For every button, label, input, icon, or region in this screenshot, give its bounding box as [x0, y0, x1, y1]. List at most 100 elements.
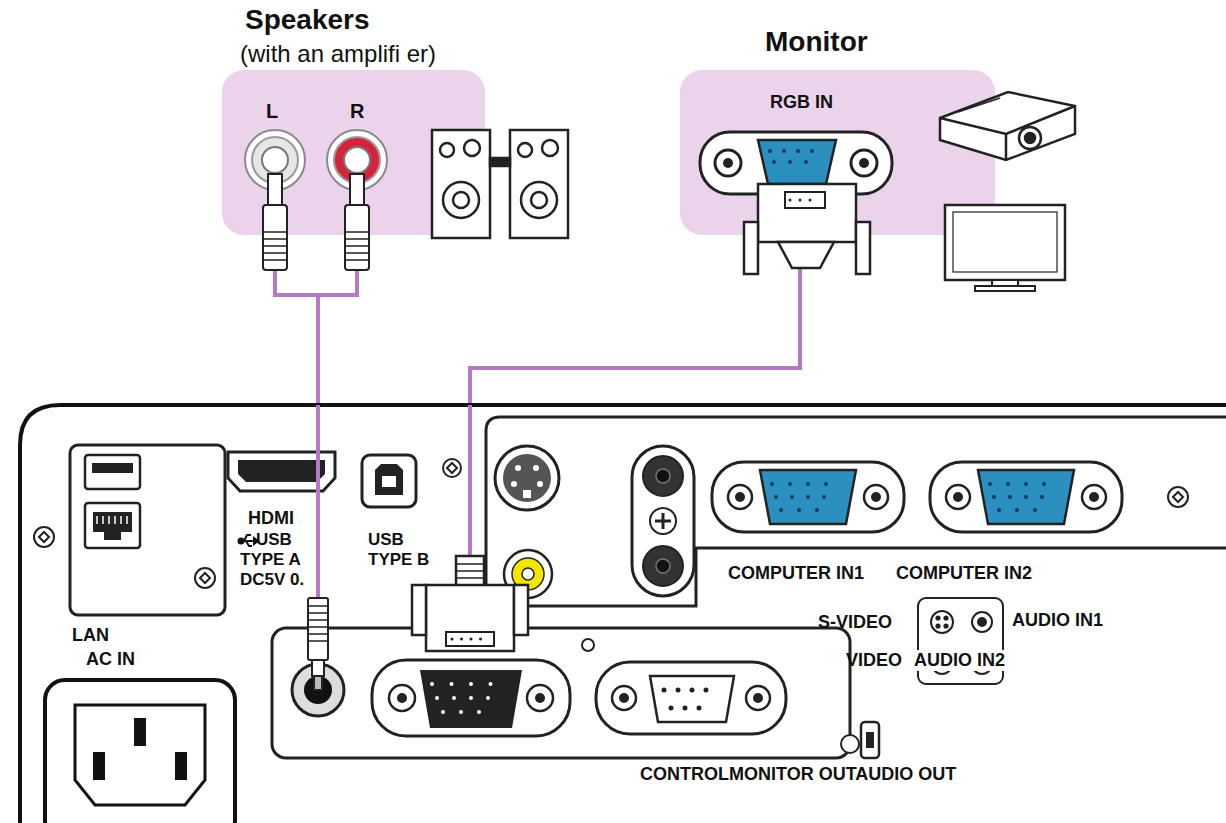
- computer-in-port: [712, 462, 904, 532]
- speaker-icon: [432, 130, 490, 238]
- speaker-icon: [490, 158, 510, 166]
- vga-plug: [785, 192, 825, 208]
- audio-jack-column: [643, 456, 683, 496]
- input-panel-outline: [486, 417, 1226, 606]
- port-label: HDMI: [248, 508, 294, 529]
- vga-plug: [426, 585, 514, 651]
- monitor-out-port: [420, 670, 522, 728]
- control-port: [664, 688, 720, 693]
- lan-usb-block: [93, 512, 132, 532]
- port-label: LAN: [72, 625, 109, 646]
- ac-inlet: [45, 680, 235, 823]
- panel-subheading: (with an amplifi er): [240, 40, 436, 68]
- input-cluster-icon: [931, 611, 953, 633]
- port-label: VIDEO: [846, 650, 902, 671]
- usb-b-port: [362, 455, 416, 507]
- rca-jack-right: [344, 147, 370, 173]
- lan-usb-block: [85, 455, 140, 489]
- speaker-icon: [542, 140, 558, 156]
- monitor-out-port: [432, 682, 510, 686]
- control-port: [612, 686, 636, 710]
- text-slot: COMPUTER IN1: [728, 563, 864, 584]
- projector-icon: [1019, 127, 1041, 149]
- monitor-out-port: [372, 660, 570, 736]
- audio-jack-column: [643, 546, 683, 586]
- monitor-out-port: [389, 685, 415, 711]
- control-port: [746, 686, 770, 710]
- control-port: [596, 662, 786, 734]
- s-video-port: [503, 454, 551, 502]
- computer-in-port: [735, 492, 745, 502]
- text-slot: AUDIO IN1: [1012, 610, 1103, 631]
- text-slot: USB TYPE A DC5V 0.: [240, 530, 312, 590]
- audio-jack-column: [656, 469, 670, 483]
- projector-icon: [1025, 133, 1035, 143]
- vga-plug: [452, 638, 490, 641]
- audio-jack-column: [632, 446, 694, 596]
- lan-usb-block: [70, 445, 225, 615]
- vga-plug: [514, 585, 528, 635]
- input-cluster-icon: [918, 598, 1003, 684]
- lan-usb-block: [85, 503, 140, 548]
- input-cluster-icon: [944, 624, 947, 627]
- usb-symbol: [246, 541, 252, 546]
- audio-plug: [308, 598, 328, 690]
- speaker-panel: Speakers(with an amplifi er)LR: [222, 70, 485, 235]
- monitor-icon: [945, 205, 1065, 280]
- channel-label: L: [266, 100, 278, 123]
- s-video-port: [495, 446, 559, 510]
- port-label: AUDIO IN2: [912, 650, 1007, 671]
- monitor-icon: [975, 286, 1035, 291]
- usb-b-port: [382, 476, 396, 487]
- text-slot: R: [350, 100, 364, 123]
- cable: [316, 405, 320, 600]
- port-label: AC IN: [86, 649, 135, 670]
- security-lock-slot: [866, 732, 874, 748]
- port-label: RGB IN: [770, 92, 833, 113]
- monitor-out-port: [437, 696, 505, 700]
- audio-jack-column: [650, 508, 676, 534]
- computer-in-port: [772, 482, 844, 486]
- audio-jack-column: [656, 559, 670, 573]
- speaker-icon: [510, 130, 568, 238]
- port-label: COMPUTER IN2: [896, 563, 1032, 584]
- computer-in-port: [1089, 492, 1099, 502]
- computer-in-port: [953, 492, 963, 502]
- vga-port: [770, 149, 826, 153]
- audio-jack-column: [632, 446, 694, 596]
- s-video-port: [511, 481, 517, 487]
- text-slot: AUDIO IN2: [912, 650, 1007, 671]
- monitor-out-port: [443, 710, 497, 714]
- ac-inlet: [175, 752, 187, 780]
- lan-usb-block: [92, 463, 133, 473]
- computer-in-port: [728, 485, 752, 509]
- monitor-out-port: [535, 693, 545, 703]
- control-port: [619, 693, 629, 703]
- port-label: COMPUTER IN1: [728, 563, 864, 584]
- text-slot: VIDEO: [846, 650, 902, 671]
- projector-icon: [940, 92, 1075, 160]
- speaker-icon: [521, 182, 557, 218]
- rca-plug: [268, 174, 282, 206]
- input-cluster-icon: [918, 598, 1003, 684]
- vga-plug: [412, 585, 426, 635]
- screw-symbol: [1168, 487, 1188, 507]
- computer-in-port: [994, 495, 1058, 499]
- computer-in-port: [871, 492, 881, 502]
- rca-jack-left: [262, 147, 288, 173]
- screw-symbol: [34, 527, 54, 547]
- input-cluster-icon: [936, 616, 939, 619]
- audio-plug: [308, 598, 328, 660]
- projector-rear-panel: HDMIUSB TYPE A DC5V 0.USB TYPE BCOMPUTER…: [20, 405, 1226, 823]
- computer-in-port: [978, 470, 1074, 524]
- vga-plug: [456, 564, 484, 578]
- port-label: USB TYPE A DC5V 0.: [240, 530, 312, 590]
- monitor-icon: [953, 212, 1057, 272]
- speaker-icon: [453, 192, 469, 208]
- monitor-out-port: [397, 693, 407, 703]
- computer-in-port: [930, 462, 1122, 532]
- usb-symbol: [239, 539, 244, 544]
- computer-in-port: [760, 470, 856, 524]
